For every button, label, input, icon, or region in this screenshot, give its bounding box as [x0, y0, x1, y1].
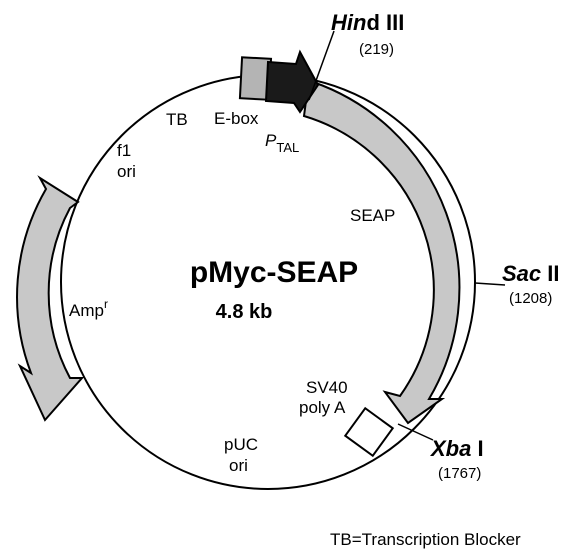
sv40-label: SV40: [306, 378, 348, 397]
hindiii-leader-line: [308, 30, 335, 101]
puc-label: pUC: [224, 435, 258, 454]
amp-label: Ampr: [69, 297, 108, 320]
amp-resistance-arrow: [16, 175, 85, 422]
ptal-label: PTAL: [265, 131, 299, 155]
sv40-polya-box: [343, 406, 395, 458]
sv40-polya-label: poly A: [299, 398, 346, 417]
sacii-position: (1208): [509, 290, 552, 307]
hindiii-label: Hind III: [331, 10, 404, 35]
hindiii-position: (219): [359, 41, 394, 58]
xbai-leader-line: [397, 423, 434, 441]
plasmid-size: 4.8 kb: [216, 301, 273, 323]
ebox-label: E-box: [214, 109, 259, 128]
sacii-leader-line: [474, 282, 506, 286]
puc-ori-label: ori: [229, 456, 248, 475]
tb-label: TB: [166, 110, 188, 129]
plasmid-name: pMyc-SEAP: [190, 256, 358, 289]
xbai-label: Xba I: [429, 436, 484, 461]
xbai-position: (1767): [438, 465, 481, 482]
f1-label: f1: [117, 141, 131, 160]
seap-arrow: [302, 80, 461, 425]
legend-text: TB=Transcription Blocker: [330, 530, 521, 549]
f1-ori-label: ori: [117, 162, 136, 181]
sacii-label: Sac II: [502, 261, 560, 286]
seap-label: SEAP: [350, 206, 395, 225]
